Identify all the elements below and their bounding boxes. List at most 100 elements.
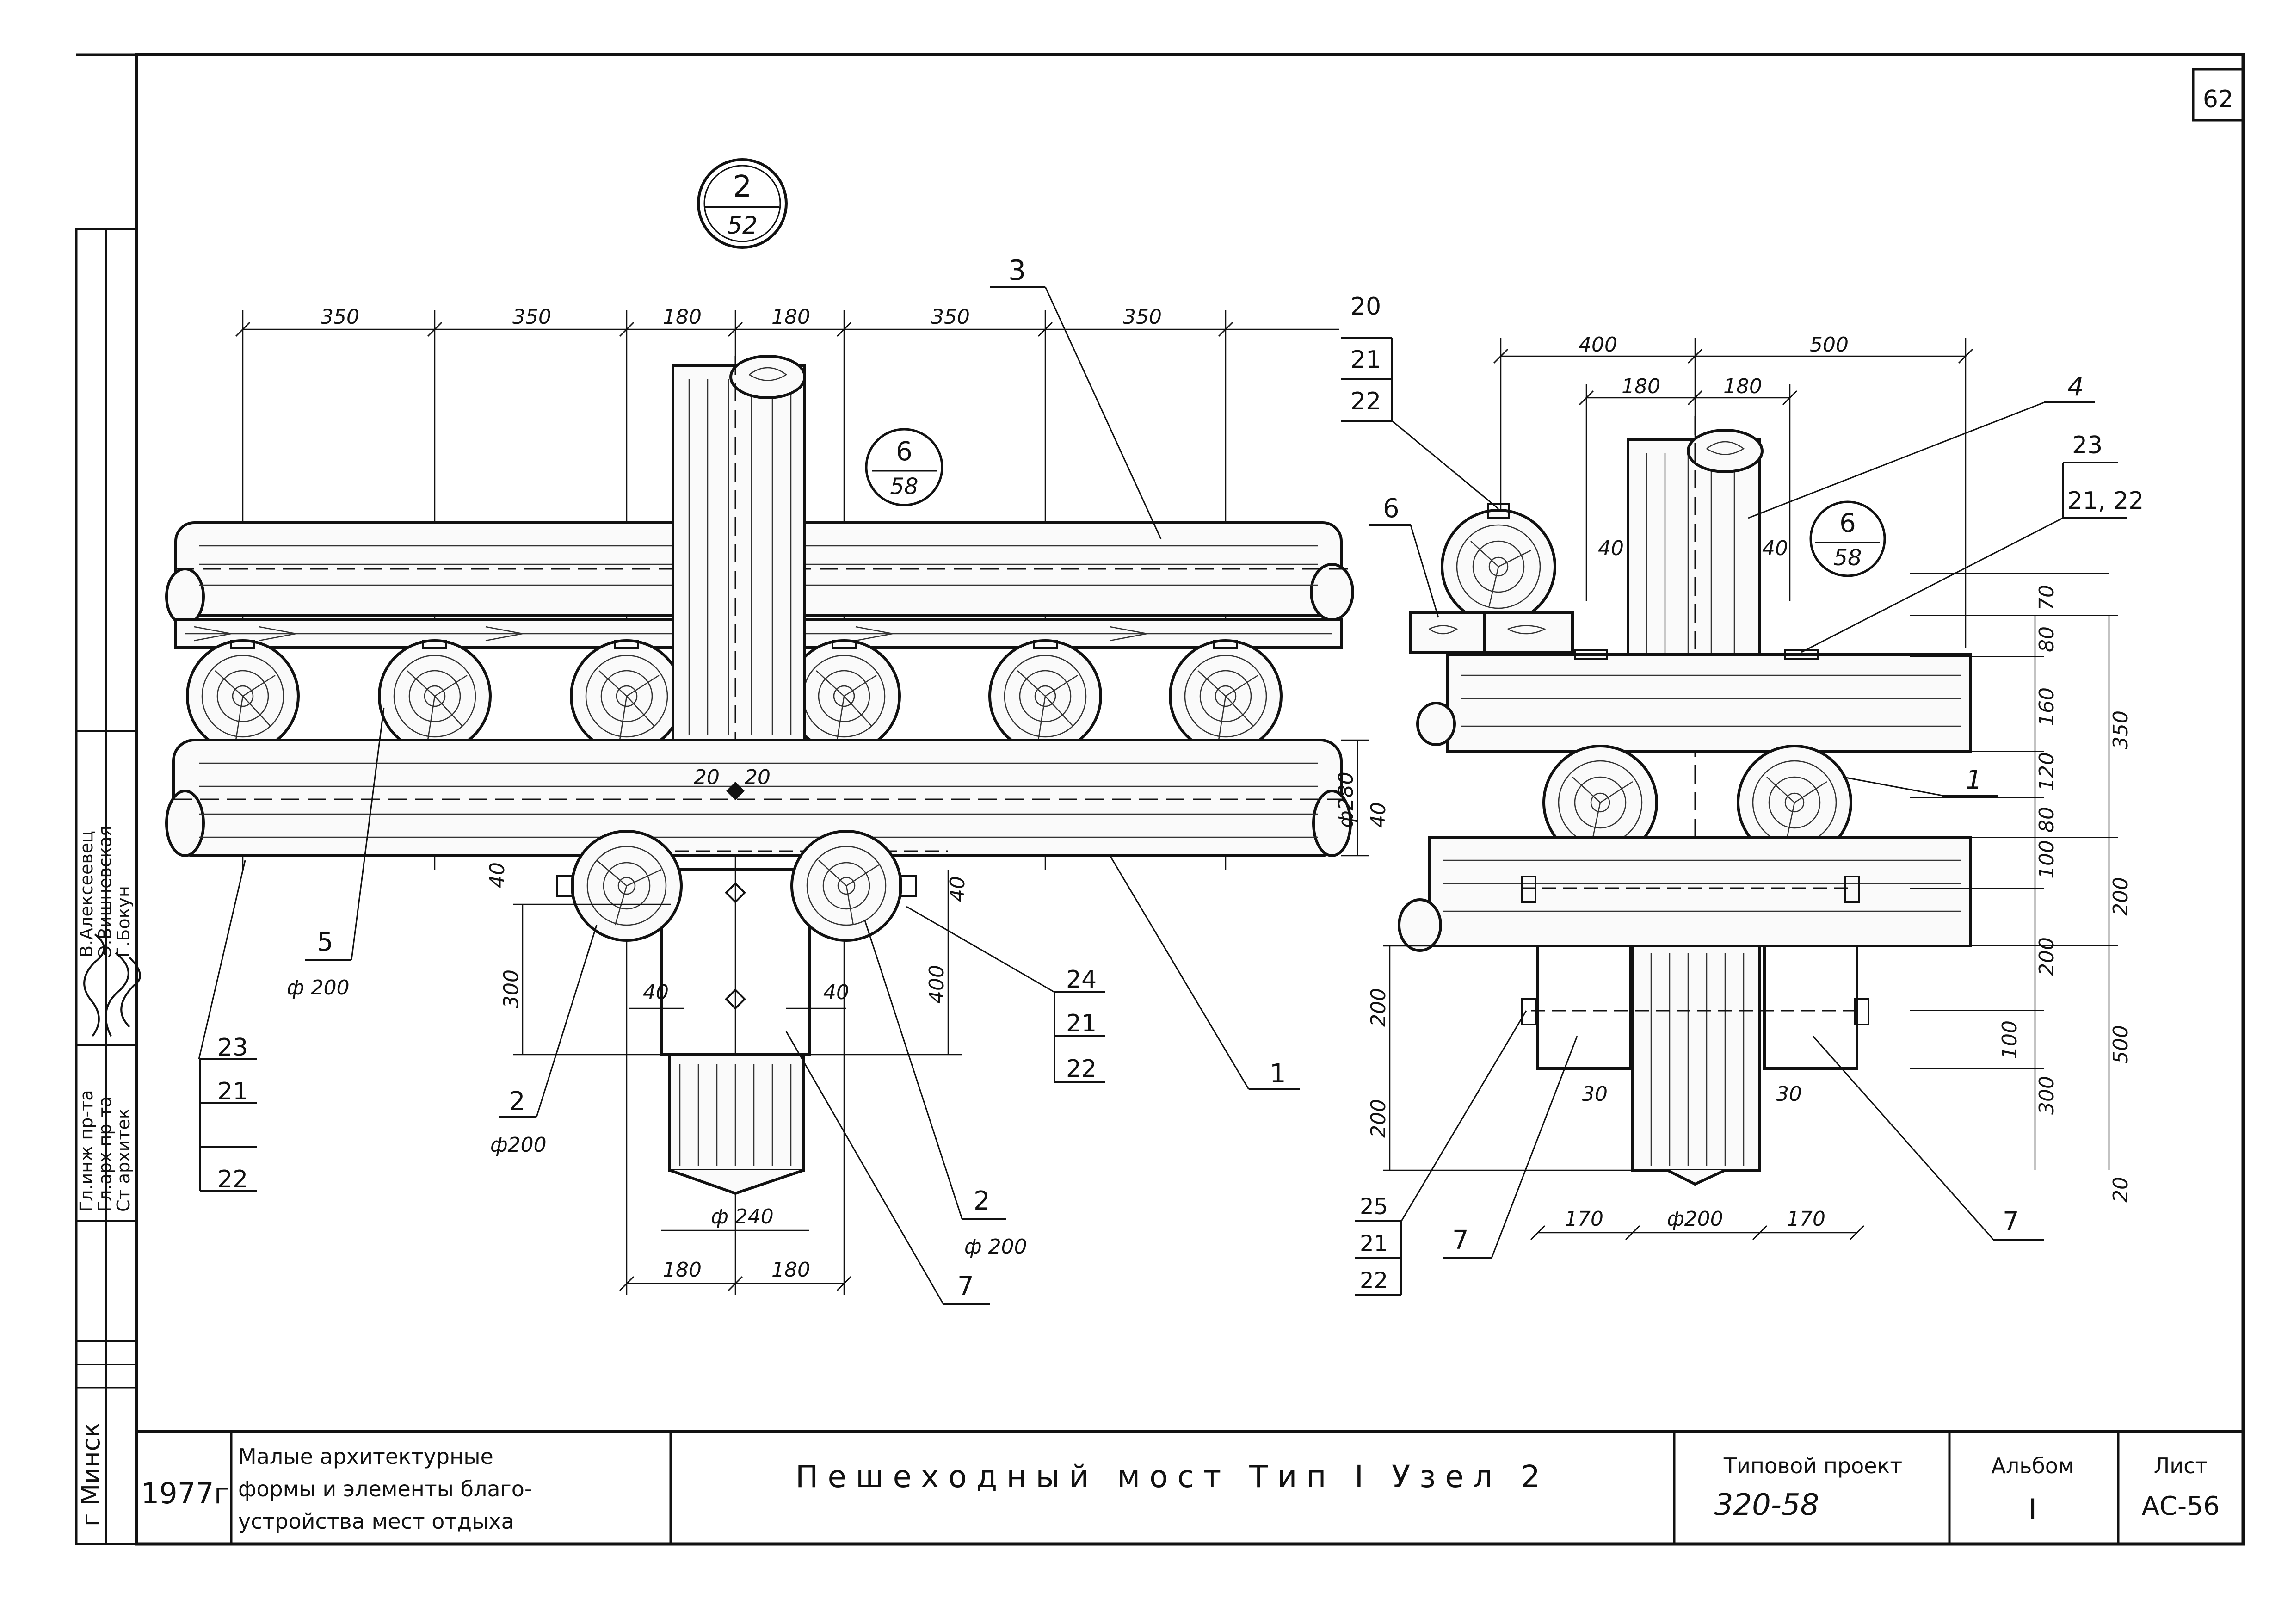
rdim-80b: 80 <box>2035 807 2059 833</box>
round-beams-row <box>186 639 1283 753</box>
dim-40-c: 40 <box>643 981 669 1004</box>
rdim-70: 70 <box>2035 585 2059 611</box>
rstack20-c: 22 <box>1350 388 1381 415</box>
label-2-a-dia: ф200 <box>490 1133 547 1157</box>
right-round-left <box>1542 745 1658 860</box>
callout-right-ref: 6 58 <box>1809 500 1886 577</box>
rstack20-a: 20 <box>1350 293 1381 321</box>
label-2-b-dia: ф 200 <box>964 1235 1027 1259</box>
callout-main-bottom: 52 <box>727 212 758 240</box>
dim-20-a: 20 <box>694 766 720 789</box>
tb-project-label: Типовой проект <box>1723 1453 1902 1478</box>
dim-40-d: 40 <box>823 981 849 1004</box>
left-view: 350 350 180 180 350 350 2 52 6 58 <box>165 158 1369 1305</box>
side-stamp: Гл.инж пр-та Гл.арх пр-та Ст архитек В.А… <box>75 228 141 1545</box>
callout-right-bottom: 58 <box>1833 545 1862 571</box>
stamp-role-3: Ст архитек <box>113 1108 134 1212</box>
tb-org-3: устройства мест отдыха <box>238 1509 514 1534</box>
rstack25-a: 25 <box>1360 1194 1388 1220</box>
tb-org-1: Малые архитектурные <box>238 1444 493 1469</box>
dim-500-r: 500 <box>1810 333 1849 357</box>
stamp-role-1: Гл.инж пр-та <box>76 1090 97 1212</box>
stack23-b: 21 <box>217 1078 248 1105</box>
rldim-40: 40 <box>1367 802 1390 828</box>
dim-40-a: 40 <box>486 862 509 888</box>
right-bottom-dims: 170 ф200 170 <box>1530 1207 1865 1241</box>
stamp-city: г Минск <box>76 1422 105 1526</box>
vertical-post <box>672 355 806 741</box>
stack24-c: 22 <box>1066 1055 1097 1083</box>
round-beam-section <box>378 639 492 753</box>
gap-30-b: 30 <box>1776 1082 1802 1106</box>
rdim-100: 100 <box>2035 840 2059 879</box>
right-post-lower <box>1521 945 1869 1186</box>
stack24-a: 24 <box>1066 966 1097 994</box>
right-lower-beam <box>1398 836 1972 952</box>
round-beam-section <box>1169 639 1283 753</box>
rldim-200b: 200 <box>1367 1099 1390 1138</box>
tb-year: 1977г <box>141 1476 229 1510</box>
label-3: 3 <box>1008 254 1026 287</box>
gap-30-a: 30 <box>1582 1082 1608 1106</box>
dim-300: 300 <box>500 969 523 1008</box>
rlabel-7-b: 7 <box>2003 1207 2019 1237</box>
rb-phi200: ф200 <box>1667 1207 1723 1231</box>
tb-title: Пешеходный мост Тип I Узел 2 <box>796 1459 1549 1494</box>
rin-40-a: 40 <box>1598 537 1624 560</box>
rlabel-1: 1 <box>1966 765 1982 795</box>
dim-400-r: 400 <box>1579 333 1617 357</box>
rstack23-b: 21, 22 <box>2067 487 2144 515</box>
callout-right-top: 6 <box>1839 508 1856 538</box>
dim-phi240: ф 240 <box>711 1205 774 1229</box>
round-beam-section <box>570 639 684 753</box>
dim-350-d: 350 <box>1123 305 1162 329</box>
rdim-350: 350 <box>2109 710 2133 749</box>
dim-180-b: 180 <box>771 305 810 329</box>
dim-180-a: 180 <box>663 305 702 329</box>
dim-40-b: 40 <box>946 876 969 902</box>
rdim-300: 300 <box>2035 1076 2059 1115</box>
rdim-200-outer: 200 <box>2109 877 2133 916</box>
stack23-c: 22 <box>217 1166 248 1193</box>
tb-project-number: 320-58 <box>1714 1488 1819 1522</box>
dim-20-b: 20 <box>745 766 771 789</box>
tb-sheet-value: АС-56 <box>2142 1491 2220 1521</box>
callout-left-top: 6 <box>896 437 913 467</box>
rdim-500-outer: 500 <box>2109 1025 2133 1064</box>
stamp-name-3: Г.Бокун <box>113 886 134 957</box>
callout-left-ref: 6 58 <box>865 428 944 506</box>
dim-phi280: ф280 <box>1334 772 1358 828</box>
callout-left-bottom: 58 <box>890 474 918 500</box>
dim-180-d: 180 <box>771 1258 810 1282</box>
right-labels: 4 6 1 7 7 20 21 22 <box>1341 293 2144 1296</box>
rdim-120: 120 <box>2035 752 2059 791</box>
lower-log <box>165 739 1352 857</box>
right-top-dimensions: 400 500 180 180 <box>1493 333 1973 694</box>
tb-org-2: формы и элементы благо- <box>238 1476 532 1501</box>
label-2-a: 2 <box>509 1087 525 1117</box>
right-side-dims: 70 80 160 120 80 100 200 100 300 20 350 … <box>1910 573 2133 1203</box>
tb-sheet-label: Лист <box>2154 1453 2208 1478</box>
rstack25-b: 21 <box>1360 1231 1388 1257</box>
rdim-20: 20 <box>2109 1177 2133 1203</box>
label-5-dia: ф 200 <box>287 976 350 1000</box>
tb-album-label: Альбом <box>1991 1453 2074 1478</box>
rdim-200: 200 <box>2035 937 2059 976</box>
stamp-role-2: Гл.арх пр-та <box>95 1096 115 1212</box>
left-labels: 3 1 5 ф 200 2 ф200 2 ф 200 7 <box>198 254 1300 1305</box>
label-5: 5 <box>317 927 333 957</box>
round-beam-section <box>186 639 300 753</box>
dim-400: 400 <box>925 965 949 1004</box>
right-top-round <box>1409 503 1574 654</box>
rstack20-b: 21 <box>1350 346 1381 374</box>
signature-scribbles <box>83 933 141 1037</box>
left-side-dims: ф280 300 400 40 40 40 40 20 20 <box>486 739 1369 1056</box>
round-beam-section <box>988 639 1102 753</box>
right-inner-dims: 40 40 30 30 <box>1582 537 1802 1106</box>
callout-main: 2 52 <box>697 158 788 249</box>
dim-350-c: 350 <box>931 305 970 329</box>
side-round-left <box>556 830 683 942</box>
right-left-dims: 40 200 200 <box>1367 802 1633 1171</box>
right-upper-beam <box>1416 649 1972 753</box>
